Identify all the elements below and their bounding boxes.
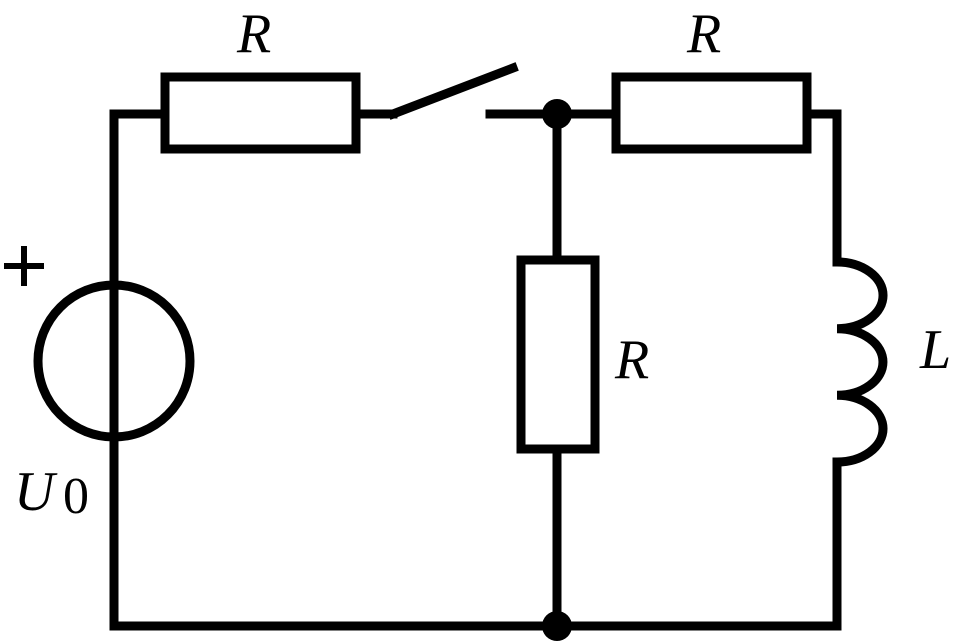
resistor-top-left: [160, 72, 361, 154]
label-source-subscript: 0: [63, 468, 89, 525]
plus-sign-icon: [4, 246, 44, 286]
label-inductor: L: [919, 319, 951, 381]
junction-node-top: [542, 99, 572, 129]
label-source-symbol: U: [14, 461, 58, 523]
resistor-top-right: [611, 72, 812, 154]
label-resistor-top-left: R: [236, 3, 271, 65]
right-wire: [804, 109, 842, 631]
junction-node-bottom: [542, 611, 572, 641]
left-wire: [109, 109, 168, 631]
resistor-middle: [516, 255, 600, 454]
switch-blade: [387, 62, 519, 120]
inductor-coil: [832, 257, 888, 467]
label-resistor-middle: R: [614, 329, 649, 391]
label-resistor-top-right: R: [686, 3, 721, 65]
